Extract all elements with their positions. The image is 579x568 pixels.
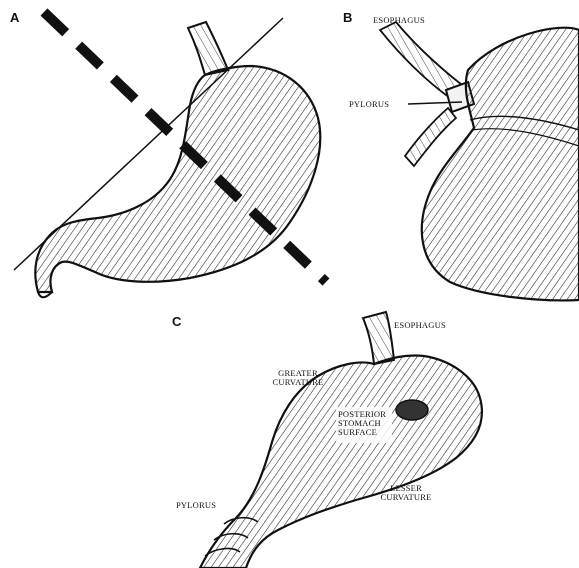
lesser-curvature-line2: CURVATURE — [374, 493, 438, 502]
panel-b-esophagus-shape — [380, 22, 462, 98]
panel-c-letter: C — [172, 314, 181, 329]
greater-curvature-line2: CURVATURE — [266, 378, 330, 387]
panel-c-esophagus-shape — [363, 312, 394, 364]
panel-c-lesser-curvature-label: LESSER CURVATURE — [374, 484, 438, 502]
panel-c-pylorus-label: PYLORUS — [176, 501, 216, 510]
panel-c-stomach-drawing — [200, 312, 482, 568]
panel-b-stomach-drawing — [380, 22, 579, 300]
panel-c-posterior-surface-label: POSTERIOR STOMACH SURFACE — [338, 410, 386, 437]
panel-c-greater-curvature-label: GREATER CURVATURE — [266, 369, 330, 387]
panel-b-esophagus-label: ESOPHAGUS — [373, 16, 425, 25]
panel-c-esophagus-label: ESOPHAGUS — [394, 321, 446, 330]
panel-a-stomach-shape — [35, 66, 320, 292]
panel-a-stomach-drawing — [14, 12, 326, 297]
posterior-line3: SURFACE — [338, 428, 386, 437]
panel-b-stomach-shape — [422, 28, 579, 301]
panel-a-letter: A — [10, 10, 19, 25]
panel-b-pylorus-label: PYLORUS — [349, 100, 389, 109]
panel-c-stomach-shape — [200, 355, 482, 568]
panel-a-esophagus-shape — [188, 22, 228, 75]
panel-b-letter: B — [343, 10, 352, 25]
